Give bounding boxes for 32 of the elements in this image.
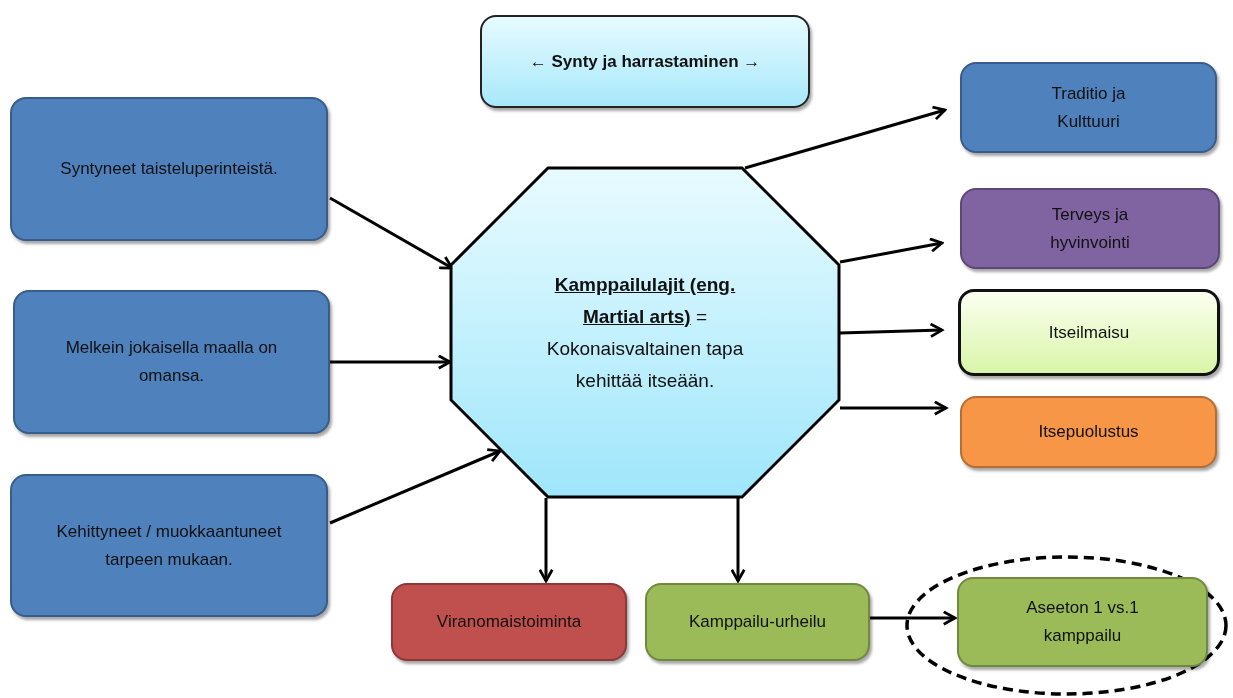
process-box <box>13 290 330 434</box>
node-text: Syntyneet taisteluperinteistä. <box>59 158 279 180</box>
process-box <box>10 474 328 617</box>
process-box <box>957 577 1208 667</box>
arrow <box>870 610 957 626</box>
arrow <box>330 354 452 370</box>
node-text: Melkein jokaisella maalla on omansa. <box>64 337 279 387</box>
node-text: Itseilmaisu <box>1047 321 1131 344</box>
process-box <box>645 583 870 661</box>
process-box <box>480 15 810 108</box>
arrow <box>730 498 746 583</box>
process-box <box>10 97 328 241</box>
node-text: Kehittyneet / muokkaantuneet tarpeen mukaan. <box>55 520 283 571</box>
arrow <box>839 322 944 338</box>
process-box <box>391 583 627 661</box>
arrow <box>840 400 948 416</box>
node-text: ← Synty ja harrastaminen → <box>528 50 762 73</box>
node-text: Aseeton 1 vs.1 kamppailu <box>1025 597 1140 647</box>
node-text: Viranomaistoiminta <box>435 611 583 633</box>
node-text: Traditio ja Kulttuuri <box>1050 82 1127 133</box>
node-text: Kamppailulajit (eng. Martial arts) = Kokonaisvaltainen tapa kehittää itseään. <box>545 272 745 393</box>
node-text: Terveys ja hyvinvointi <box>1049 203 1131 254</box>
process-box <box>958 289 1220 376</box>
process-box <box>960 62 1217 153</box>
process-box <box>960 396 1217 468</box>
node-text: Kamppailu-urheilu <box>688 611 827 633</box>
node-text: Itsepuolustus <box>1037 421 1140 443</box>
arrow <box>329 448 502 525</box>
arrow <box>839 237 944 264</box>
process-box <box>960 188 1220 269</box>
arrow <box>744 105 947 170</box>
arrow <box>538 498 554 583</box>
